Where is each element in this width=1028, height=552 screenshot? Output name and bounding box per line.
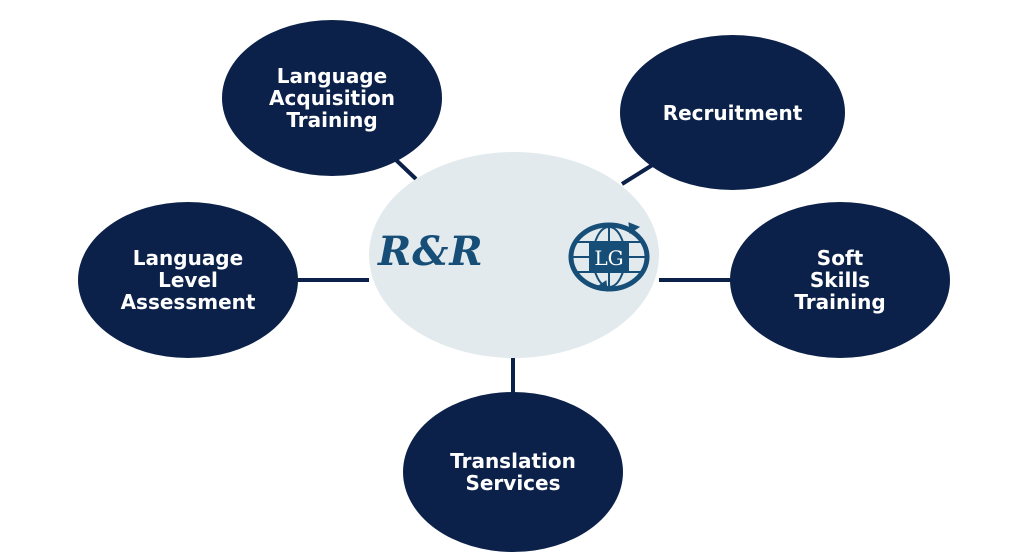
node-recruitment: Recruitment <box>620 35 845 190</box>
connector-line <box>620 162 656 186</box>
emblem-text: LG <box>594 246 623 270</box>
node-soft-skills-training: Soft Skills Training <box>730 202 950 358</box>
node-language-level-assessment: Language Level Assessment <box>78 202 298 358</box>
connector-line <box>394 158 418 181</box>
node-language-acquisition-training: Language Acquisition Training <box>222 20 442 176</box>
node-translation-services: Translation Services <box>403 392 623 552</box>
company-logo-text: R&R <box>378 228 484 275</box>
